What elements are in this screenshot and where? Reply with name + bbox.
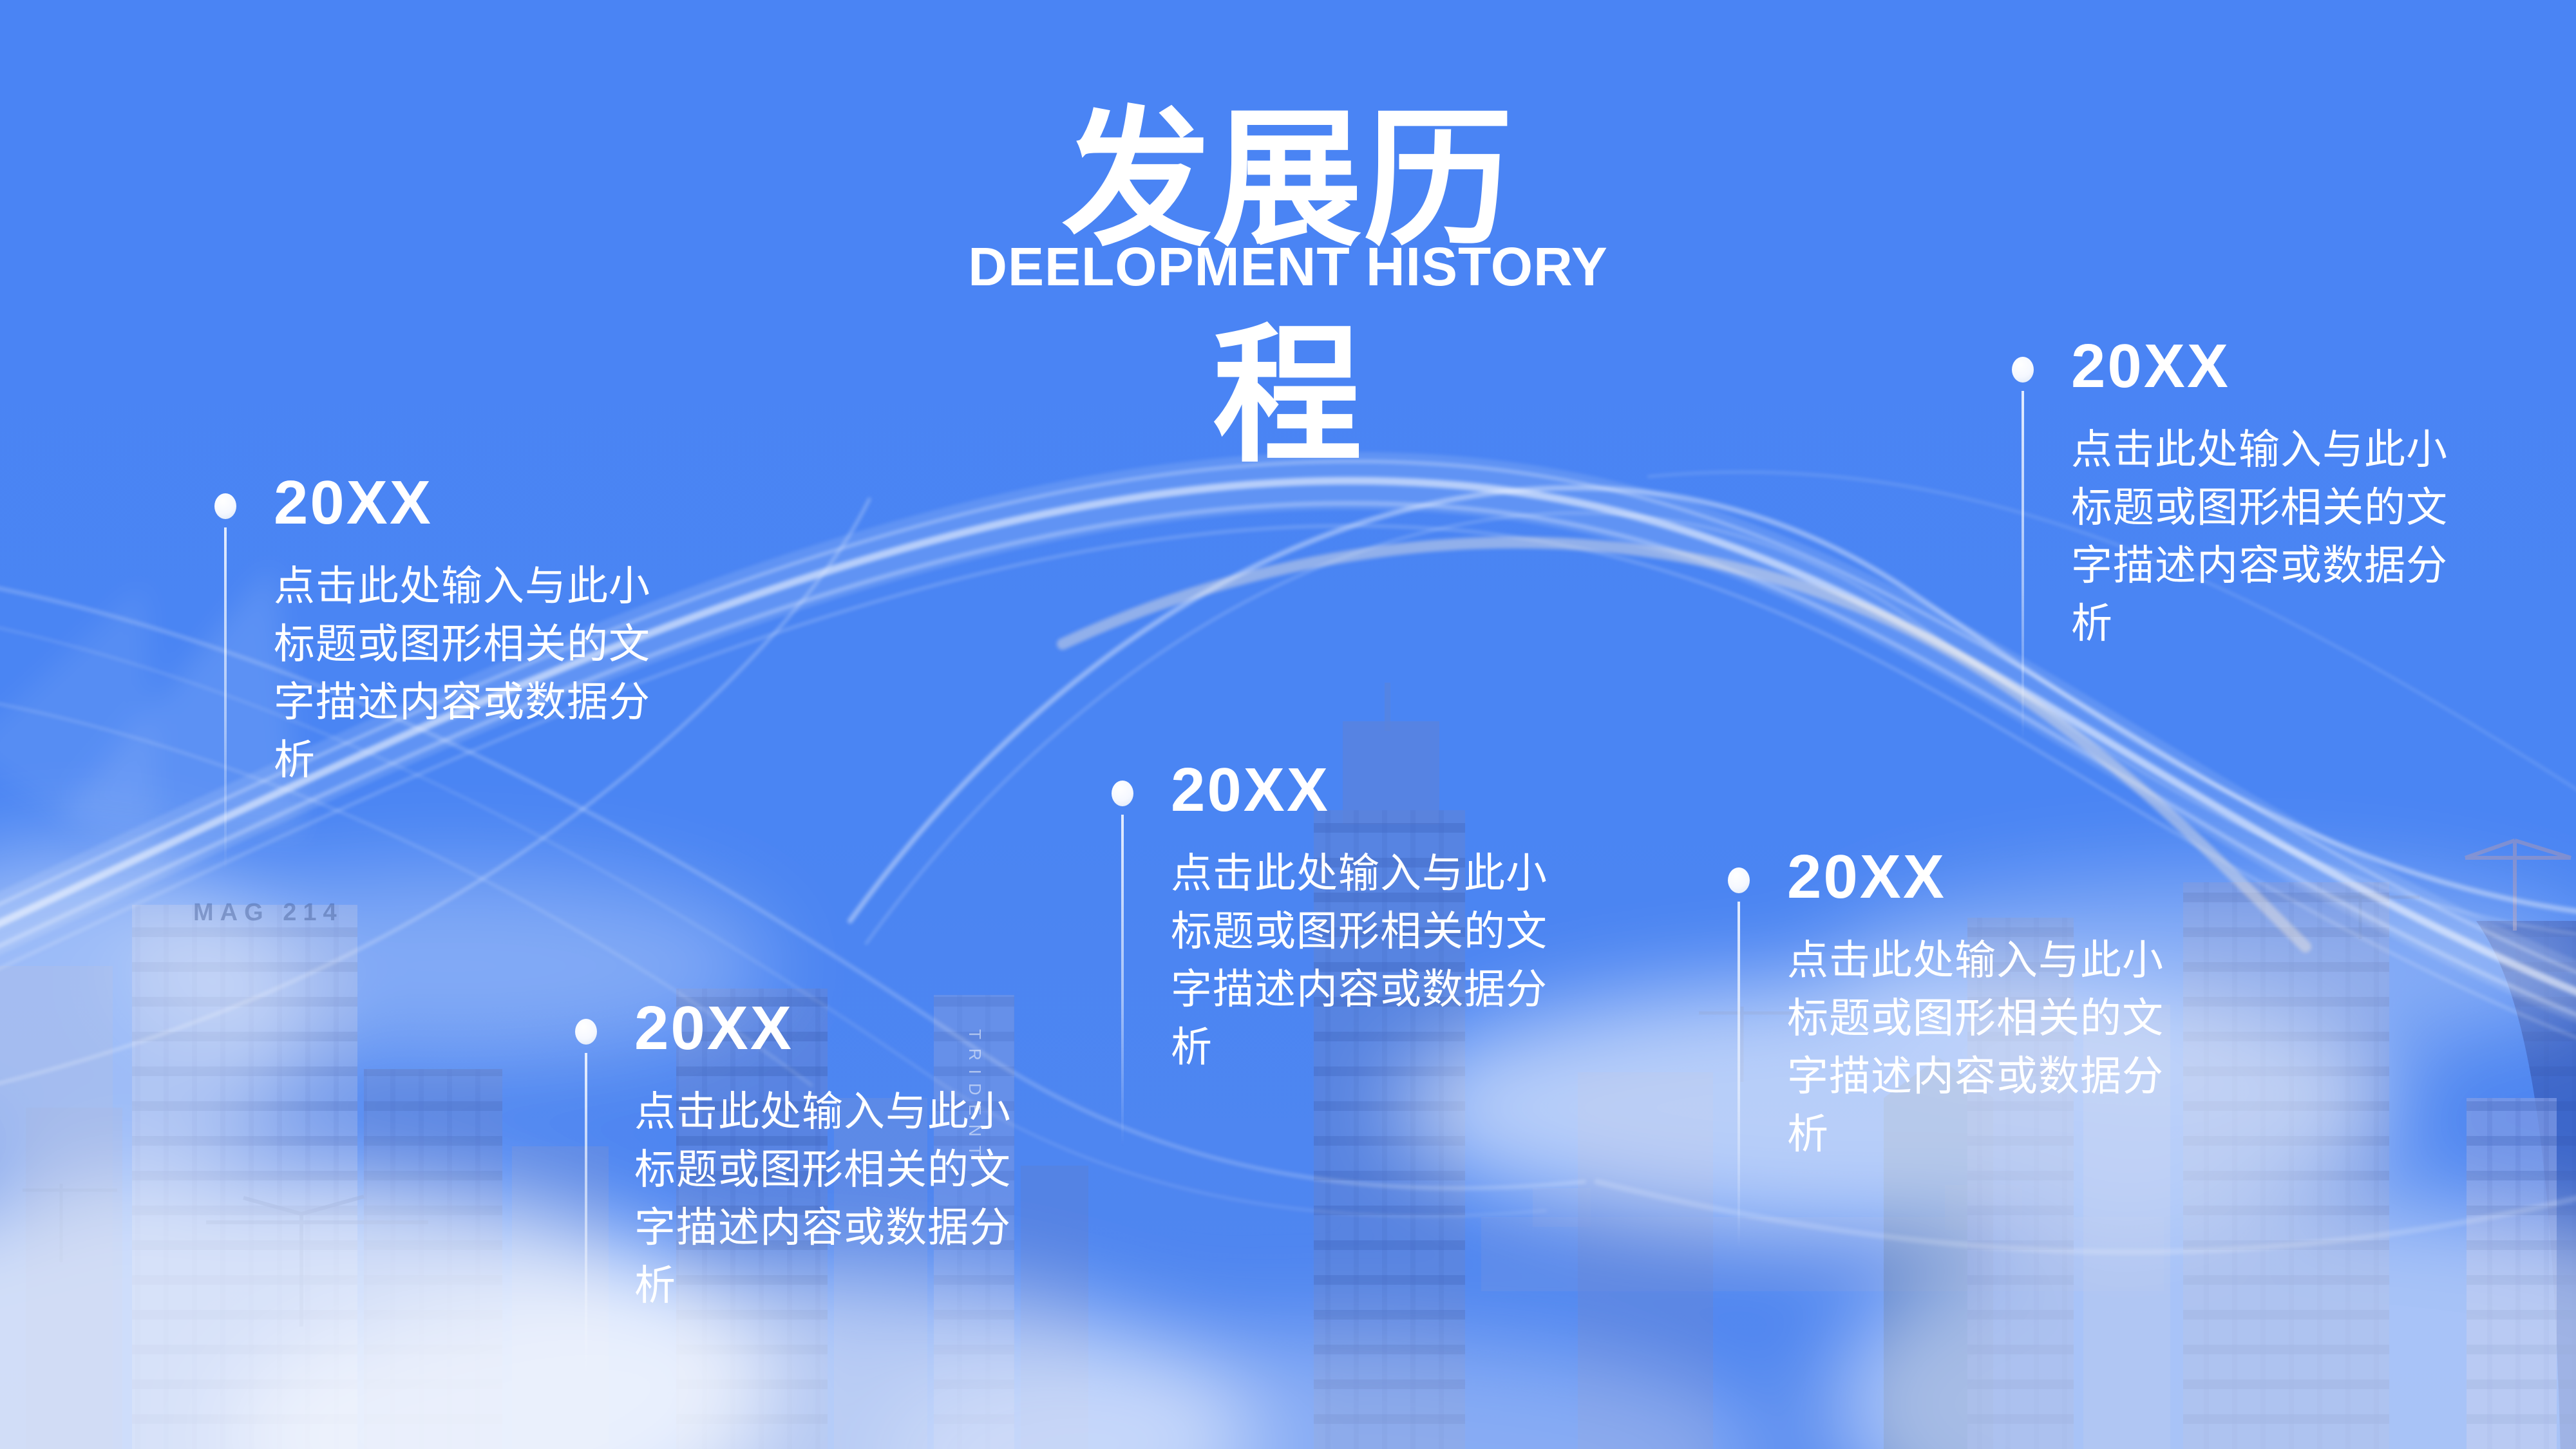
timeline-connector-line bbox=[585, 1053, 587, 1385]
timeline-desc[interactable]: 点击此处输入与此小标题或图形相关的文字描述内容或数据分析 bbox=[634, 1088, 1011, 1309]
slide-subtitle[interactable]: DEELOPMENT HISTORY bbox=[968, 236, 1608, 297]
timeline-year[interactable]: 20XX bbox=[2071, 332, 2230, 401]
timeline-item: 20XX 点击此处输入与此小标题或图形相关的文字描述内容或数据分析 bbox=[575, 994, 1021, 1385]
timeline-year[interactable]: 20XX bbox=[274, 468, 433, 537]
photo-building-sign-trident: TRIDENT bbox=[965, 1029, 985, 1165]
timeline-dot bbox=[575, 1019, 597, 1045]
timeline-dot bbox=[2012, 357, 2034, 383]
timeline-item: 20XX 点击此处输入与此小标题或图形相关的文字描述内容或数据分析 bbox=[1112, 755, 1557, 1146]
timeline-dot bbox=[1112, 781, 1133, 806]
timeline-year[interactable]: 20XX bbox=[1171, 755, 1330, 824]
timeline-connector-line bbox=[2022, 391, 2024, 742]
timeline-desc[interactable]: 点击此处输入与此小标题或图形相关的文字描述内容或数据分析 bbox=[274, 563, 650, 783]
timeline-connector-line bbox=[224, 527, 227, 872]
timeline-connector-line bbox=[1738, 902, 1740, 1249]
wave-sail-shapes bbox=[0, 564, 303, 879]
timeline-item: 20XX 点击此处输入与此小标题或图形相关的文字描述内容或数据分析 bbox=[214, 468, 660, 872]
timeline-dot bbox=[214, 493, 236, 519]
photo-building-sign-mag: MAG 214 bbox=[193, 899, 343, 926]
wave-graphic bbox=[0, 451, 2576, 1255]
timeline-item: 20XX 点击此处输入与此小标题或图形相关的文字描述内容或数据分析 bbox=[1728, 842, 2174, 1249]
timeline-item: 20XX 点击此处输入与此小标题或图形相关的文字描述内容或数据分析 bbox=[2012, 332, 2458, 742]
timeline-year[interactable]: 20XX bbox=[1787, 842, 1946, 911]
timeline-connector-line bbox=[1121, 815, 1124, 1146]
timeline-year[interactable]: 20XX bbox=[634, 994, 793, 1063]
slide-title[interactable]: 发展历程 bbox=[1061, 97, 1514, 480]
timeline-desc[interactable]: 点击此处输入与此小标题或图形相关的文字描述内容或数据分析 bbox=[1787, 937, 2164, 1157]
timeline-dot bbox=[1728, 867, 1750, 893]
fog-overlay bbox=[0, 850, 2576, 1449]
timeline-desc[interactable]: 点击此处输入与此小标题或图形相关的文字描述内容或数据分析 bbox=[2071, 426, 2448, 647]
timeline-desc[interactable]: 点击此处输入与此小标题或图形相关的文字描述内容或数据分析 bbox=[1171, 850, 1548, 1070]
